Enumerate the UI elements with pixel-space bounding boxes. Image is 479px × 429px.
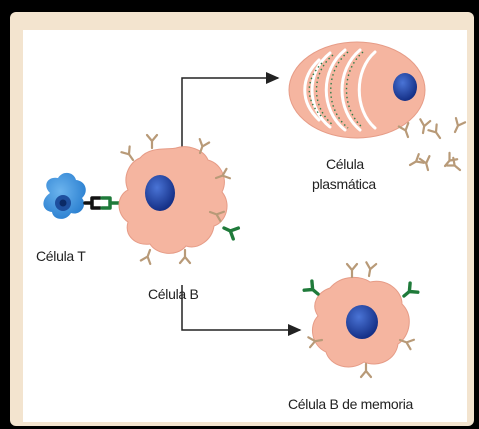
t-cell-label: Célula T [36, 248, 85, 264]
arrow-to-memory-cell [182, 285, 300, 330]
arrow-to-plasma-cell [182, 78, 278, 148]
b-cell-label: Célula B [148, 286, 199, 302]
plasma-cell [289, 42, 425, 138]
memory-b-cell-label: Célula B de memoria [288, 396, 413, 412]
memory-b-cell [304, 262, 418, 377]
plasma-cell-label-line1: Célula [326, 156, 364, 172]
t-cell [43, 173, 85, 219]
secreted-antibodies [399, 118, 465, 174]
plasma-cell-label-line2: plasmática [312, 176, 376, 192]
tcr-mhc-interaction [85, 198, 122, 208]
b-cell [119, 135, 238, 264]
